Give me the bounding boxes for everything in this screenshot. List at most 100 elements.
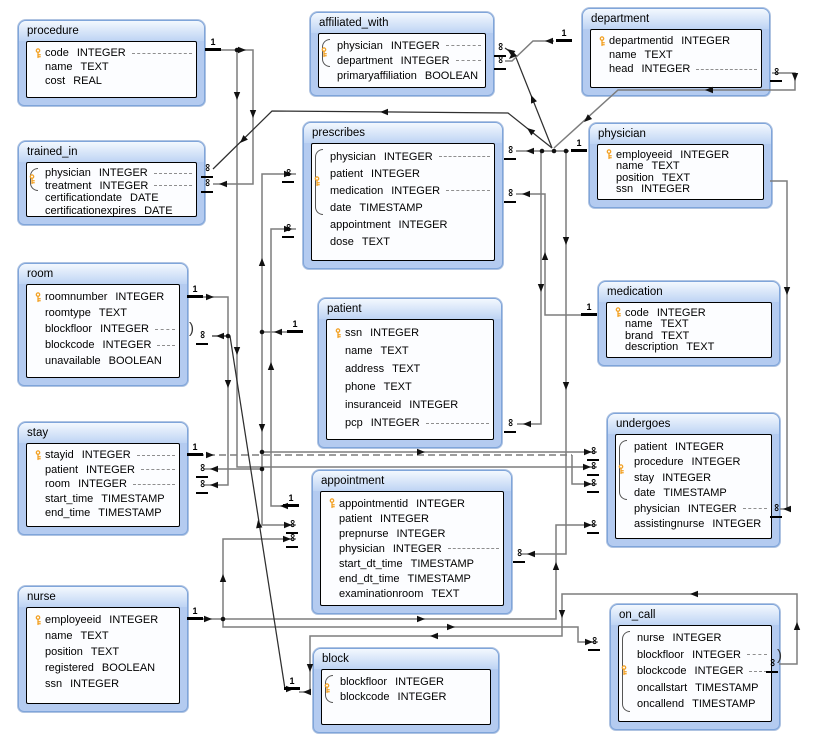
cardinality-many: ∞ xyxy=(504,182,517,204)
table-header[interactable]: nurse xyxy=(19,587,187,607)
field-name: brand xyxy=(625,329,654,342)
arrowhead-icon xyxy=(562,382,570,390)
table-header[interactable]: undergoes xyxy=(608,414,779,434)
table-header[interactable]: appointment xyxy=(313,471,511,491)
table-header[interactable]: medication xyxy=(599,282,779,302)
field-name: department xyxy=(337,54,393,67)
arrowhead-icon xyxy=(210,465,218,473)
junction-dot xyxy=(234,47,240,53)
field-name: patient xyxy=(330,167,364,180)
field-name: nurse xyxy=(637,632,665,645)
field-type: INTEGER xyxy=(680,148,730,161)
junction-dot xyxy=(563,148,569,154)
field-name: pcp xyxy=(345,417,363,429)
table-header[interactable]: affiliated_with xyxy=(311,13,493,33)
table-header[interactable]: room xyxy=(19,264,187,284)
cardinality-one: 1 xyxy=(581,303,597,316)
field-name: start_dt_time xyxy=(339,557,403,570)
field-type: TEXT xyxy=(651,160,680,173)
field-name: physician xyxy=(45,167,91,180)
table-header[interactable]: on_call xyxy=(611,605,779,625)
arrowhead-icon xyxy=(417,448,425,456)
relationship-line xyxy=(222,619,598,643)
table-header[interactable]: procedure xyxy=(19,21,204,41)
table-header[interactable]: physician xyxy=(590,124,771,144)
field-type: BOOLEAN xyxy=(108,355,162,367)
field-name: date xyxy=(330,201,352,214)
cardinality-many: ∞ xyxy=(494,36,507,58)
field-name: blockcode xyxy=(340,690,390,703)
cardinality-many: ∞ xyxy=(286,527,299,549)
relationship-line xyxy=(505,40,554,62)
table-header[interactable]: block xyxy=(314,649,498,669)
arrowhead-icon xyxy=(552,562,560,570)
field-type: INTEGER xyxy=(98,167,148,180)
field-name: name xyxy=(345,345,373,357)
field-name: physician xyxy=(337,39,383,52)
field-name: code xyxy=(625,306,649,319)
field-type: TIMESTAMP xyxy=(359,201,423,214)
field-row: date TIMESTAMP xyxy=(315,199,491,216)
field-type: TEXT xyxy=(660,318,689,331)
junction-dot xyxy=(225,333,231,339)
field-name: roomnumber xyxy=(45,291,108,303)
cardinality-many: ∞ xyxy=(766,652,779,674)
arrowhead-icon xyxy=(783,505,791,513)
field-name: room xyxy=(45,478,71,491)
field-type: TIMESTAMP xyxy=(101,492,165,505)
field-type: INTEGER xyxy=(712,518,762,531)
table-header[interactable]: patient xyxy=(319,299,501,319)
junction-dot xyxy=(259,329,265,335)
field-type: TEXT xyxy=(361,235,390,248)
field-type: INTEGER xyxy=(675,440,724,453)
field-type: BOOLEAN xyxy=(424,69,479,82)
field-name: ssn xyxy=(616,183,634,196)
relationship-line xyxy=(517,151,542,425)
table-header[interactable]: prescribes xyxy=(304,123,502,143)
arrowhead-icon xyxy=(690,590,698,598)
field-type: TEXT xyxy=(686,341,715,354)
field-type: INTEGER xyxy=(383,150,433,163)
arrowhead-icon xyxy=(267,362,275,370)
field-type: INTEGER xyxy=(99,179,149,192)
arrowhead-icon xyxy=(507,49,516,57)
primary-key-icon xyxy=(30,449,45,462)
field-type: INTEGER xyxy=(672,632,722,645)
field-type: INTEGER xyxy=(76,47,126,59)
merge-bracket: ) xyxy=(189,320,194,337)
field-type: INTEGER xyxy=(380,512,429,525)
field-name: procedure xyxy=(634,456,684,469)
cardinality-many: ∞ xyxy=(587,455,600,477)
fk-dash-line xyxy=(749,670,767,672)
table-header[interactable]: trained_in xyxy=(19,142,204,162)
table-header[interactable]: department xyxy=(583,9,769,29)
fk-dash-line xyxy=(438,156,490,157)
table-header[interactable]: stay xyxy=(19,423,187,443)
